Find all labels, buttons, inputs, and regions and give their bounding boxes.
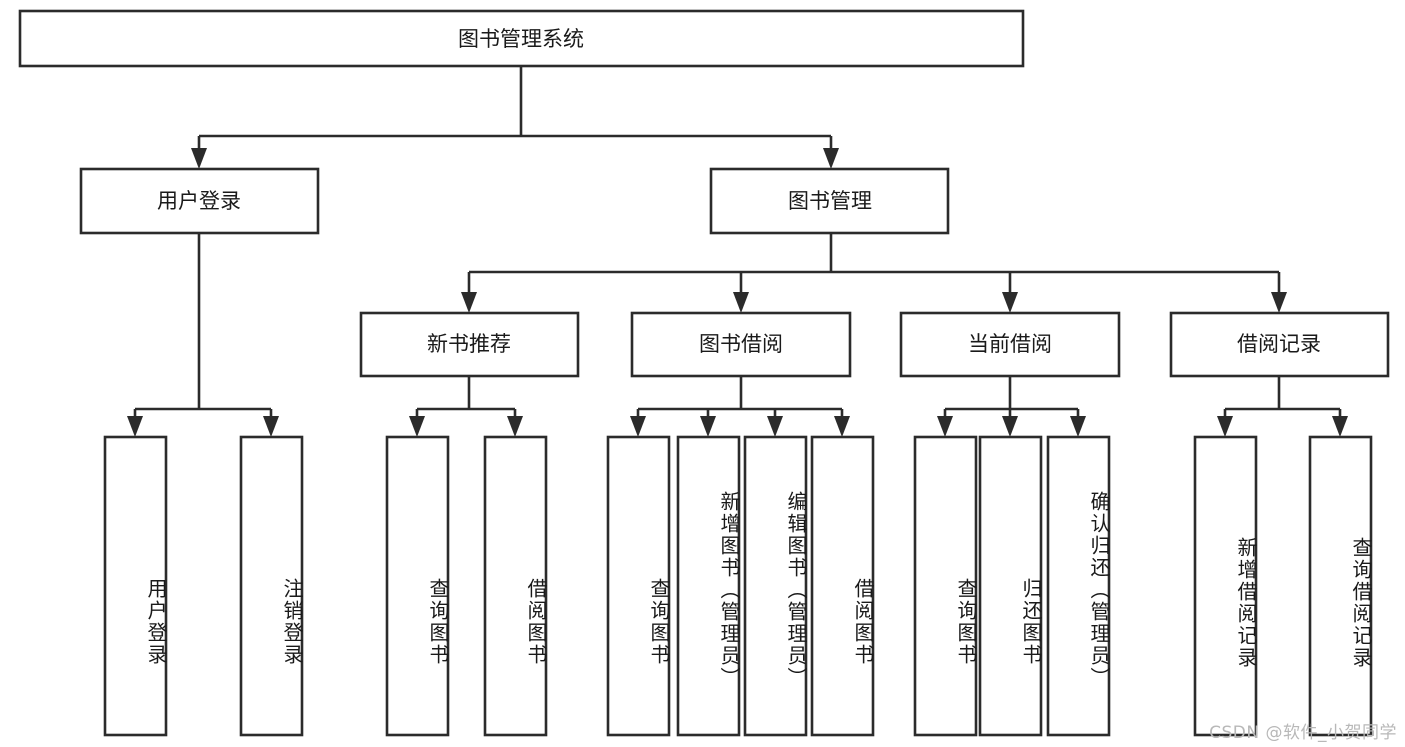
arrow-icon-bookborrow-leaf-4 bbox=[834, 416, 850, 437]
arrow-icon-borrowrecord-leaf-1 bbox=[1217, 416, 1233, 437]
node-book-borrow[interactable]: 图书借阅 bbox=[630, 311, 852, 378]
connector-group-borrow-record-leaves bbox=[1217, 376, 1348, 437]
leaf-box-book-borrow-3[interactable] bbox=[743, 435, 808, 737]
connector-group-user-login-leaves bbox=[127, 233, 279, 437]
leaf-box-current-borrow-2[interactable] bbox=[978, 435, 1043, 737]
leaf-box-current-borrow-1[interactable] bbox=[913, 435, 978, 737]
node-current-borrow-box bbox=[899, 311, 1121, 378]
leaf-box-user-login-1[interactable] bbox=[103, 435, 168, 737]
leaf-box-borrow-record-1[interactable] bbox=[1193, 435, 1258, 737]
node-borrow-record-box bbox=[1169, 311, 1390, 378]
leaf-box-new-book-1[interactable] bbox=[385, 435, 450, 737]
node-new-book-recommend[interactable]: 新书推荐 bbox=[359, 311, 580, 378]
arrow-icon-borrow-record bbox=[1271, 292, 1287, 313]
leaf-box-borrow-record-2[interactable] bbox=[1308, 435, 1373, 737]
node-user-login-box bbox=[79, 167, 320, 235]
node-new-book-recommend-box bbox=[359, 311, 580, 378]
leaf-box-book-borrow-2[interactable] bbox=[676, 435, 741, 737]
arrow-icon-bookborrow-leaf-3 bbox=[767, 416, 783, 437]
csdn-watermark: CSDN @软件_小贺同学 bbox=[1209, 723, 1397, 743]
node-current-borrow-label: 当前借阅 bbox=[968, 332, 1052, 356]
node-user-login[interactable]: 用户登录 bbox=[79, 167, 320, 235]
arrow-icon-currentborrow-leaf-2 bbox=[1002, 416, 1018, 437]
leaf-box-new-book-2[interactable] bbox=[483, 435, 548, 737]
leaf-box-book-borrow-1[interactable] bbox=[606, 435, 671, 737]
node-book-borrow-label: 图书借阅 bbox=[699, 332, 783, 356]
connector-group-current-borrow-leaves bbox=[937, 376, 1086, 437]
arrow-icon-bookborrow-leaf-2 bbox=[700, 416, 716, 437]
arrow-icon-user-login bbox=[191, 148, 207, 169]
leaf-box-user-login-2[interactable] bbox=[239, 435, 304, 737]
arrow-icon-book-borrow bbox=[733, 292, 749, 313]
connector-group-book-mgmt bbox=[461, 233, 1287, 313]
node-book-management[interactable]: 图书管理 bbox=[709, 167, 950, 235]
connector-group-root bbox=[191, 66, 839, 169]
leaf-box-group bbox=[103, 435, 1373, 737]
node-root-box bbox=[18, 9, 1025, 68]
connector-group-new-book-leaves bbox=[409, 376, 523, 437]
arrow-icon-newbook-leaf-1 bbox=[409, 416, 425, 437]
arrow-icon-currentborrow-leaf-1 bbox=[937, 416, 953, 437]
node-current-borrow[interactable]: 当前借阅 bbox=[899, 311, 1121, 378]
node-book-borrow-box bbox=[630, 311, 852, 378]
node-book-management-label: 图书管理 bbox=[788, 189, 872, 213]
arrow-icon-currentborrow-leaf-3 bbox=[1070, 416, 1086, 437]
node-root[interactable]: 图书管理系统 bbox=[18, 9, 1025, 68]
arrow-icon-bookborrow-leaf-1 bbox=[630, 416, 646, 437]
node-user-login-label: 用户登录 bbox=[157, 189, 241, 213]
leaf-box-current-borrow-3[interactable] bbox=[1046, 435, 1111, 737]
arrow-icon-book-mgmt bbox=[823, 148, 839, 169]
arrow-icon-new-book bbox=[461, 292, 477, 313]
node-borrow-record[interactable]: 借阅记录 bbox=[1169, 311, 1390, 378]
leaf-box-book-borrow-4[interactable] bbox=[810, 435, 875, 737]
node-root-label: 图书管理系统 bbox=[458, 27, 584, 51]
arrow-icon-userlogin-leaf-2 bbox=[263, 416, 279, 437]
arrow-icon-userlogin-leaf-1 bbox=[127, 416, 143, 437]
connector-group-book-borrow-leaves bbox=[630, 376, 850, 437]
node-new-book-recommend-label: 新书推荐 bbox=[427, 332, 511, 356]
arrow-icon-borrowrecord-leaf-2 bbox=[1332, 416, 1348, 437]
node-book-management-box bbox=[709, 167, 950, 235]
arrow-icon-newbook-leaf-2 bbox=[507, 416, 523, 437]
node-borrow-record-label: 借阅记录 bbox=[1237, 332, 1321, 356]
arrow-icon-current-borrow bbox=[1002, 292, 1018, 313]
